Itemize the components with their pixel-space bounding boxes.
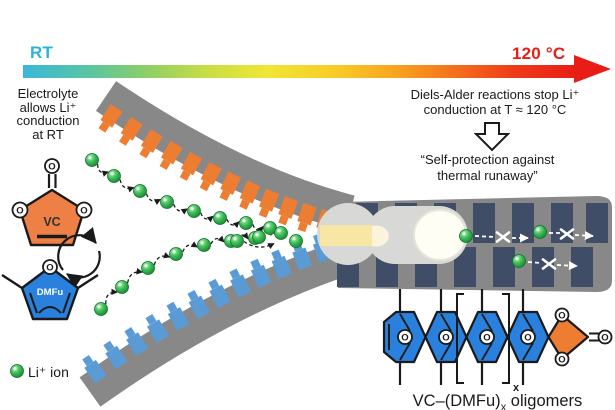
- li-ion: [133, 184, 147, 198]
- li-ion: [289, 234, 303, 248]
- slider-highlight: [413, 209, 467, 261]
- li-ion: [230, 234, 244, 248]
- note-line: conduction at T ≈ 120 °C: [423, 102, 567, 117]
- li-ion-legend: [10, 364, 24, 378]
- electrolyte-note: Electrolyte allows Li⁺ conduction at RT: [0, 87, 96, 141]
- interconversion-arrows: [57, 227, 101, 289]
- ion-hopping-open: [85, 153, 303, 316]
- li-ion-legend-label: Li⁺ ion: [28, 364, 69, 380]
- oligomer-caption: VC–(DMFu)x oligomers: [390, 392, 605, 410]
- oxygen-label: O: [16, 205, 23, 216]
- temperature-gradient-arrowhead: [574, 55, 611, 83]
- down-arrow-icon: [474, 122, 510, 152]
- note-line: Diels-Alder reactions stop Li⁺: [410, 87, 580, 102]
- note-line: thermal runaway”: [437, 167, 538, 183]
- caption-suffix: oligomers: [506, 392, 583, 410]
- temperature-120c-label: 120 °C: [512, 44, 566, 63]
- oxygen-label: O: [524, 332, 531, 343]
- note-line: allows Li⁺: [19, 99, 77, 115]
- dmfu-label: DMFu: [37, 287, 64, 298]
- oxygen-atom: [438, 329, 454, 345]
- li-ion: [512, 254, 526, 268]
- li-ion: [85, 153, 99, 167]
- oxygen-atom: [554, 307, 570, 323]
- vc-molecule: O O O VC: [11, 158, 93, 247]
- note-line: conduction: [16, 113, 80, 128]
- note-line: “Self-protection against: [420, 152, 555, 167]
- note-line: at RT: [32, 126, 64, 142]
- li-ion: [459, 229, 473, 243]
- li-ion: [94, 302, 108, 316]
- oxygen-label: O: [46, 262, 53, 273]
- diels-alder-note: Diels-Alder reactions stop Li⁺ conductio…: [385, 87, 605, 117]
- oxygen-label: O: [558, 310, 565, 321]
- oxygen-atom: [520, 329, 536, 345]
- li-ion: [169, 247, 183, 261]
- zipper-teeth-bottom-blue: [82, 226, 353, 384]
- oxygen-atom: [397, 329, 413, 345]
- dmfu-molecule: O DMFu: [1, 259, 99, 321]
- li-ion: [115, 280, 129, 294]
- oxygen-label: O: [558, 354, 565, 365]
- vc-label: VC: [43, 215, 60, 229]
- oxygen-atom: [597, 329, 613, 345]
- li-ion: [239, 216, 253, 230]
- oligomer-structure: O O O O O O Ox: [382, 289, 613, 394]
- repeat-bracket-right: [502, 293, 510, 384]
- li-ion: [252, 230, 266, 244]
- note-line: Electrolyte: [17, 86, 79, 101]
- oxygen-atom: [479, 329, 495, 345]
- oxygen-label: O: [401, 332, 408, 343]
- li-ion: [187, 204, 201, 218]
- oxygen-atom: [42, 259, 58, 275]
- ion-blocked-closed: [459, 225, 594, 271]
- li-ion: [213, 211, 227, 225]
- li-ion: [197, 238, 211, 252]
- repeat-bracket-left: [456, 293, 464, 384]
- slider-pull-tab: [320, 225, 372, 246]
- oxygen-atom: [75, 201, 93, 219]
- rt-label: RT: [30, 43, 54, 62]
- caption-subscript: x: [500, 401, 507, 410]
- oxygen-label: O: [80, 205, 87, 216]
- oxygen-label: O: [483, 332, 490, 343]
- temperature-gradient-bar: [23, 65, 576, 78]
- li-ion: [107, 169, 121, 183]
- oxygen-atom: [554, 351, 570, 367]
- li-ion: [141, 261, 155, 275]
- oxygen-label: O: [601, 332, 608, 343]
- self-protection-quote: “Self-protection against thermal runaway…: [380, 152, 595, 183]
- oxygen-atom: [11, 201, 29, 219]
- li-ion: [533, 225, 547, 239]
- oxygen-label: O: [48, 161, 55, 172]
- oxygen-atom: [44, 158, 60, 174]
- li-ion: [274, 226, 288, 240]
- zipper-slider: [317, 203, 468, 265]
- oxygen-label: O: [442, 332, 449, 343]
- bracket-subscript: x: [513, 382, 520, 394]
- li-ion: [160, 195, 174, 209]
- caption-prefix: VC–(DMFu): [412, 392, 501, 410]
- li-ion: [10, 364, 24, 378]
